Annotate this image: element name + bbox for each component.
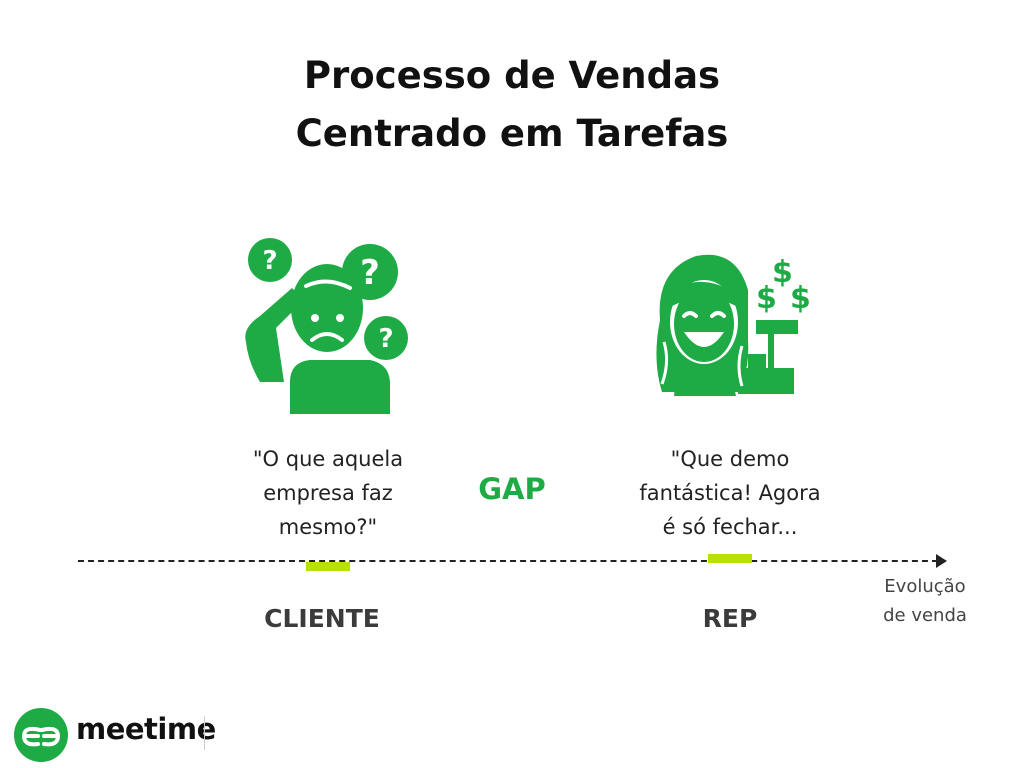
- svg-text:$: $: [756, 281, 777, 316]
- client-label: CLIENTE: [264, 604, 380, 633]
- happy-woman-register-icon: $ $ $: [656, 254, 811, 396]
- gap-label: GAP: [478, 472, 546, 506]
- rep-quote-line-2: fantástica! Agora: [639, 481, 821, 505]
- title-line-1: Processo de Vendas: [303, 54, 721, 97]
- svg-text:?: ?: [378, 324, 393, 354]
- axis-label: Evolução de venda: [860, 572, 990, 630]
- rep-quote-line-1: "Que demo: [670, 447, 790, 471]
- axis-label-line-2: de venda: [883, 605, 967, 626]
- svg-text:$: $: [790, 281, 811, 316]
- client-quote-line-2: empresa faz: [263, 481, 393, 505]
- client-quote: "O que aquela empresa faz mesmo?": [218, 442, 438, 544]
- client-quote-line-3: mesmo?": [278, 515, 378, 539]
- timeline-arrow-icon: [936, 554, 947, 568]
- svg-text:?: ?: [360, 253, 380, 293]
- meetime-logo-icon: [14, 708, 68, 762]
- axis-label-line-1: Evolução: [884, 576, 966, 597]
- meetime-logo-text: meetime: [76, 712, 216, 746]
- rep-quote-line-3: é só fechar...: [662, 515, 798, 539]
- client-marker: [306, 562, 350, 571]
- svg-text:?: ?: [262, 246, 277, 276]
- client-quote-line-1: "O que aquela: [252, 447, 404, 471]
- svg-text:$: $: [772, 255, 793, 290]
- rep-marker: [708, 554, 752, 563]
- rep-quote: "Que demo fantástica! Agora é só fechar.…: [612, 442, 848, 544]
- logo-separator: [204, 716, 205, 750]
- title-line-2: Centrado em Tarefas: [295, 112, 729, 155]
- rep-label: REP: [702, 604, 758, 633]
- confused-person-icon: ? ? ?: [245, 238, 408, 414]
- timeline-axis: [78, 560, 938, 562]
